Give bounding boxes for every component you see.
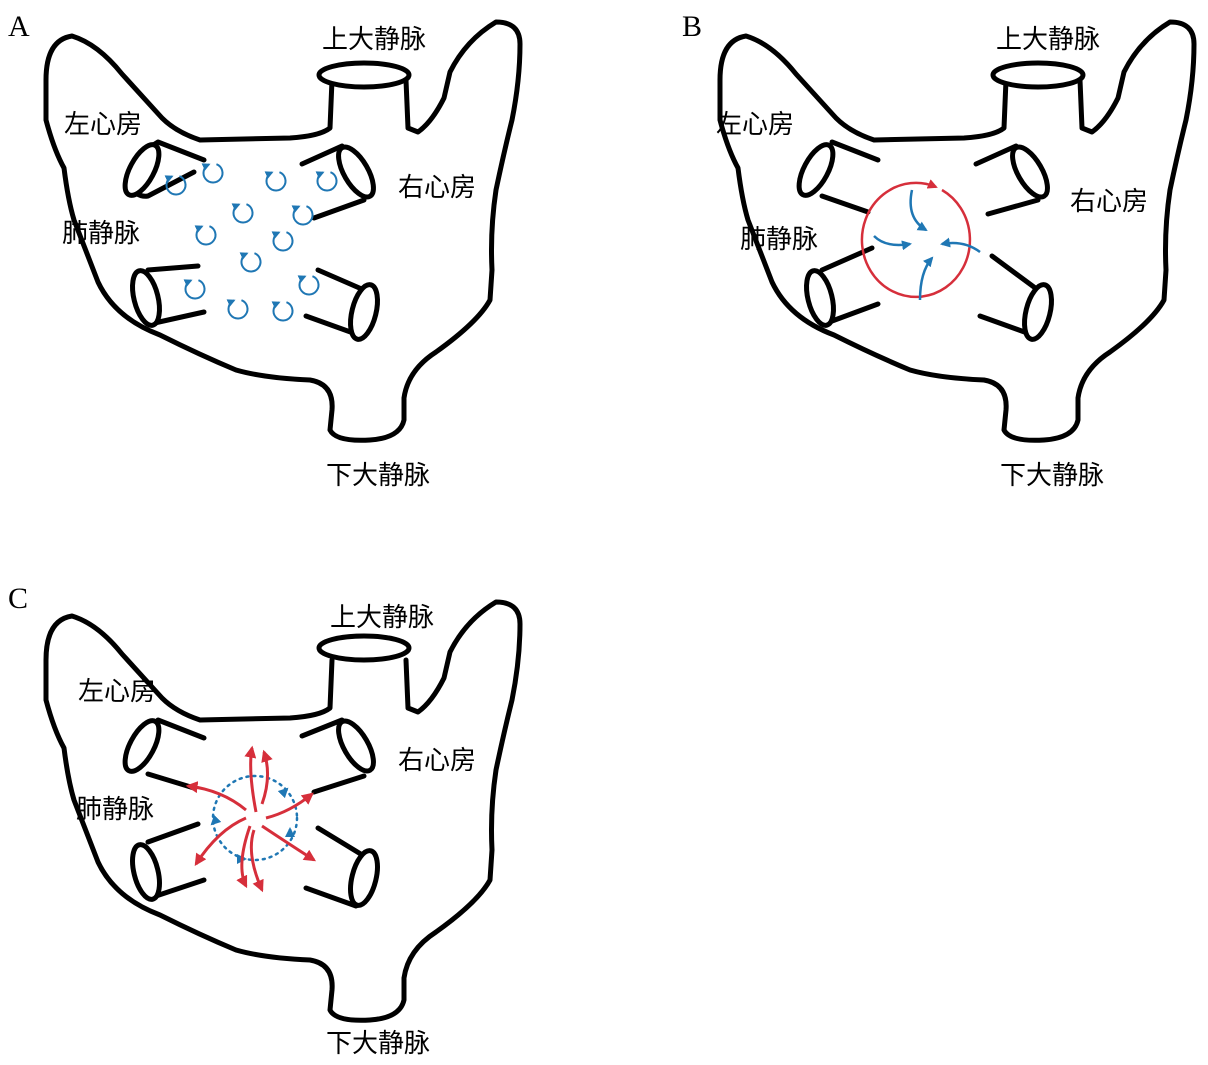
panel-a: A 上大静脉 左心房 右心房 肺静脉 下大静脉	[8, 10, 520, 491]
label-ra: 右心房	[1070, 187, 1148, 217]
inflow-arrow	[942, 243, 980, 252]
vortex	[242, 253, 261, 271]
label-la: 左心房	[64, 110, 142, 140]
vortex	[300, 276, 319, 294]
vortex	[196, 226, 215, 244]
panel-b: B 上大静脉 左心房 右心房 肺静脉 下大静脉	[682, 10, 1194, 491]
outflow-arrow	[188, 786, 246, 810]
label-svc: 上大静脉	[996, 25, 1100, 55]
label-ra: 右心房	[398, 173, 476, 203]
label-pv: 肺静脉	[76, 795, 154, 825]
focal-source	[188, 748, 314, 890]
label-ra: 右心房	[398, 746, 476, 776]
vortex	[204, 164, 223, 182]
label-ivc: 下大静脉	[326, 461, 430, 491]
panel-c: C 上大静脉 左心房 右心房 肺静脉 下	[8, 582, 520, 1059]
panel-letter: C	[8, 582, 28, 615]
vortex	[318, 172, 337, 190]
label-svc: 上大静脉	[330, 603, 434, 633]
rotor	[862, 183, 980, 300]
panel-letter: A	[8, 10, 30, 43]
reentry-path	[213, 776, 297, 860]
outflow-arrow	[262, 826, 314, 860]
vortex	[294, 206, 313, 224]
svc-vessel	[319, 636, 409, 660]
vortex	[185, 280, 204, 298]
outflow-arrow	[242, 826, 250, 886]
label-la: 左心房	[78, 677, 156, 707]
label-la: 左心房	[716, 110, 794, 140]
label-pv: 肺静脉	[740, 225, 818, 255]
label-pv: 肺静脉	[62, 219, 140, 249]
outflow-arrow	[262, 752, 268, 804]
label-svc: 上大静脉	[322, 25, 426, 55]
vortex	[233, 204, 252, 222]
svc-vessel	[319, 63, 409, 87]
outflow-arrow	[266, 794, 312, 818]
small-vortices	[167, 164, 337, 320]
label-ivc: 下大静脉	[326, 1029, 430, 1059]
vortex	[267, 172, 286, 190]
vortex	[274, 302, 293, 320]
label-ivc: 下大静脉	[1000, 461, 1104, 491]
reentry-arrowhead	[212, 823, 213, 824]
vortex	[274, 232, 293, 250]
vortex	[228, 300, 247, 318]
outflow-arrow	[251, 748, 256, 812]
inflow-arrow	[911, 190, 926, 230]
panel-letter: B	[682, 10, 702, 43]
inflow-arrow	[874, 236, 910, 245]
reentry-arrowhead	[286, 789, 287, 790]
svc-vessel	[993, 63, 1083, 87]
